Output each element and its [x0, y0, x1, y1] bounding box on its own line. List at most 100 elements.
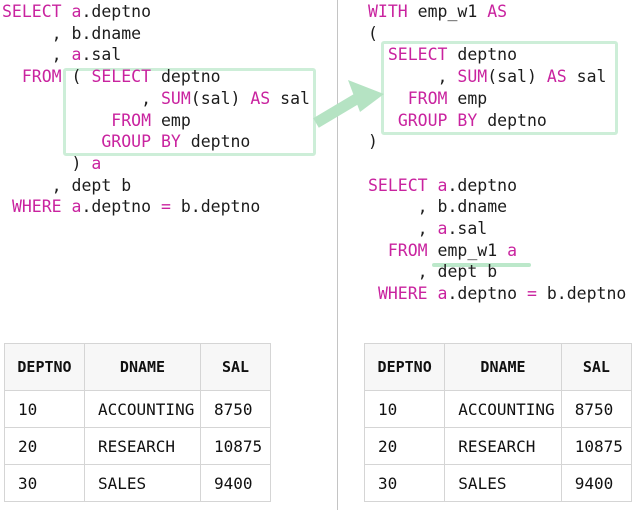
sql-keyword-token: FROM: [407, 88, 448, 108]
sql-keyword-token: SUM: [160, 88, 191, 108]
sql-keyword-token: WHERE: [11, 197, 62, 217]
transform-arrow-icon: [313, 80, 384, 128]
table-cell: SALES: [84, 464, 201, 502]
table-cell: 9400: [200, 464, 271, 502]
sql-text-token: [428, 176, 438, 195]
sql-keyword-token: FROM: [111, 110, 152, 130]
sql-text-token: [2, 67, 22, 86]
sql-text-token: .sal: [447, 219, 488, 239]
sql-text-token: deptno: [477, 110, 547, 130]
sql-text-token: [368, 241, 388, 260]
sql-text-token: , b.dname: [368, 197, 508, 217]
table-cell: ACCOUNTING: [444, 390, 562, 428]
sql-text-token: deptno: [151, 67, 221, 87]
sql-text-token: emp: [151, 110, 191, 130]
sql-keyword-token: FROM: [387, 240, 428, 260]
table-cell: 8750: [560, 390, 633, 428]
sql-keyword-token: =: [526, 284, 537, 304]
sql-text-token: [2, 111, 111, 130]
sql-text-token: .deptno: [447, 175, 518, 195]
sql-keyword-token: a: [71, 45, 82, 65]
sql-text-token: [2, 197, 12, 216]
column-header: SAL: [560, 343, 633, 391]
sql-keyword-token: a: [71, 2, 82, 21]
sql-keyword-token: a: [507, 240, 518, 260]
cte-highlight-box: [381, 41, 618, 135]
sql-text-token: [368, 45, 388, 64]
sql-keyword-token: GROUP BY: [397, 110, 478, 130]
sql-text-token: b.deptno: [170, 197, 261, 217]
sql-keyword-token: AS: [250, 88, 271, 108]
sql-text-token: .sal: [81, 45, 122, 65]
sql-text-token: .deptno: [81, 197, 161, 217]
sql-text-token: ): [368, 132, 378, 152]
table-cell: 30: [363, 464, 446, 502]
sql-text-token: [62, 197, 72, 216]
column-header: DEPTNO: [4, 343, 85, 391]
sql-text-token: deptno: [180, 132, 251, 152]
sql-keyword-token: a: [437, 175, 448, 195]
sql-keyword-token: WHERE: [377, 284, 428, 304]
table-cell: 10875: [560, 427, 633, 465]
column-header: DNAME: [84, 343, 201, 391]
table-cell: RESEARCH: [84, 427, 201, 465]
sql-text-token: deptno: [447, 45, 518, 65]
sql-keyword-token: a: [437, 284, 448, 304]
sql-text-token: , dept b: [368, 262, 498, 282]
sql-text-token: ): [2, 153, 92, 173]
sql-keyword-token: AS: [546, 67, 567, 87]
sql-keyword-token: FROM: [21, 67, 62, 87]
table-cell: 10875: [200, 427, 271, 465]
sql-keyword-token: =: [160, 197, 171, 217]
table-cell: 20: [4, 427, 85, 465]
sql-text-token: , dept b: [2, 175, 132, 195]
sql-text-token: emp: [447, 88, 488, 108]
column-header: DEPTNO: [363, 343, 446, 391]
sql-keyword-token: AS: [487, 2, 508, 21]
sql-keyword-token: SUM: [457, 67, 488, 87]
pane-divider: [337, 0, 338, 510]
sql-text-token: [368, 284, 378, 303]
sql-keyword-token: WITH: [368, 2, 408, 21]
table-cell: 20: [363, 427, 446, 465]
sql-code-subquery-version: SELECT a.deptno , b.dname , a.sal FROM (…: [2, 1, 310, 218]
table-cell: 8750: [200, 390, 271, 428]
sql-text-token: .deptno: [81, 2, 152, 21]
cte-reference-underline: [432, 263, 531, 267]
sql-keyword-token: a: [437, 219, 448, 239]
sql-keyword-token: GROUP BY: [101, 132, 181, 152]
sql-text-token: ,: [2, 45, 72, 65]
sql-keyword-token: SELECT: [387, 45, 448, 65]
table-cell: SALES: [444, 464, 562, 502]
table-cell: 10: [4, 390, 85, 428]
sql-text-token: b.deptno: [536, 284, 627, 304]
table-cell: 10: [363, 390, 446, 428]
sql-text-token: emp_w1: [407, 2, 488, 21]
column-header: DNAME: [444, 343, 562, 391]
sql-keyword-token: SELECT: [91, 67, 152, 87]
sql-keyword-token: SELECT: [368, 175, 428, 195]
sql-text-token: sal: [566, 67, 607, 87]
sql-text-token: ,: [368, 219, 438, 239]
sql-keyword-token: a: [91, 153, 102, 173]
table-cell: RESEARCH: [444, 427, 562, 465]
sql-text-token: .deptno: [447, 284, 527, 304]
sql-text-token: (: [61, 67, 92, 87]
sql-text-token: [62, 2, 72, 21]
table-cell: ACCOUNTING: [84, 390, 201, 428]
sql-text-token: , b.dname: [2, 23, 142, 43]
sql-text-token: (sal): [190, 88, 251, 108]
sql-keyword-token: a: [71, 197, 82, 217]
sql-text-token: ,: [368, 67, 458, 87]
